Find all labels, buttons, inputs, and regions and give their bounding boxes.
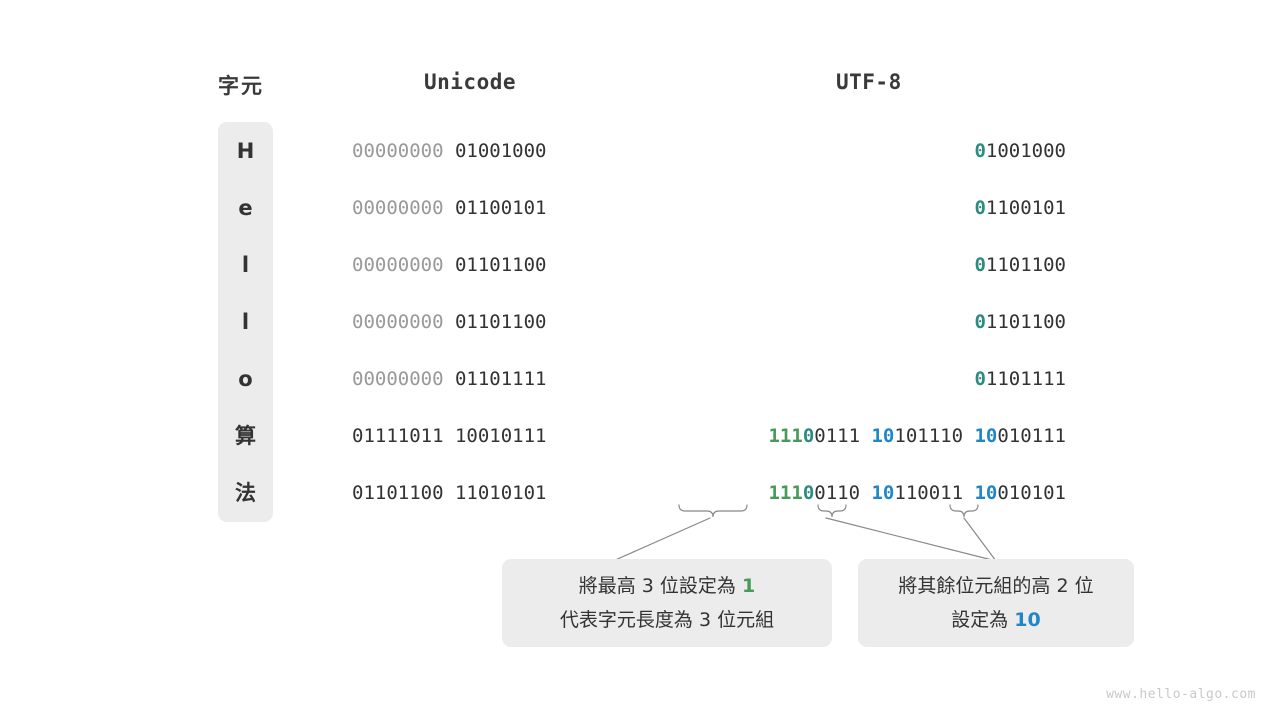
utf8-byte: 10101110 [860,425,963,447]
unicode-low-byte: 01101100 [443,311,547,333]
character-cell: 算 [235,424,256,448]
utf8-byte: 10110011 [860,482,963,504]
utf8-byte-prefix: 0 [974,311,986,333]
utf8-byte-prefix: 111 [768,482,803,504]
unicode-high-byte: 00000000 [352,254,444,276]
unicode-high-byte: 00000000 [352,368,444,390]
column-header-character: 字元 [218,74,264,98]
callout-right-accent: 10 [1014,609,1041,631]
utf8-bits: 01101100 [974,250,1066,280]
utf8-byte-payload: 0111 [814,425,861,447]
utf8-bits: 01101111 [974,364,1066,394]
leader-line-mid [825,517,997,562]
utf8-byte-prefix-terminator: 0 [802,425,815,447]
utf8-byte-prefix: 0 [974,368,986,390]
character-cell: e [238,196,253,220]
utf8-byte: 01100101 [974,197,1066,219]
utf8-byte-prefix: 0 [974,254,986,276]
utf8-byte-payload: 110011 [894,482,964,504]
callout-left-line2: 代表字元長度為 3 位元組 [559,609,775,631]
unicode-bits: 00000000 01101111 [352,364,546,394]
callout-right-line2: 設定為 10 [951,603,1041,637]
utf8-byte-prefix-terminator: 0 [802,482,815,504]
utf8-byte-prefix: 10 [974,425,998,447]
callout-left-line1-text: 將最高 3 位設定為 [578,575,742,597]
unicode-high-byte: 01111011 [352,425,444,447]
leader-line-left [612,517,711,562]
utf8-byte-payload: 010111 [997,425,1066,447]
unicode-high-byte: 00000000 [352,197,444,219]
utf8-byte: 01101100 [974,254,1066,276]
utf8-byte: 10010111 [963,425,1066,447]
utf8-bits: 11100111 10101110 10010111 [768,421,1066,451]
utf8-bits: 01001000 [974,136,1066,166]
character-column-panel [218,122,273,522]
unicode-bits: 00000000 01101100 [352,250,546,280]
unicode-high-byte: 00000000 [352,140,444,162]
unicode-bits: 01101100 11010101 [352,478,546,508]
character-cell: H [236,139,255,163]
unicode-low-byte: 10010111 [443,425,547,447]
utf8-byte-payload: 1101100 [985,254,1066,276]
callout-right-line2-text: 設定為 [951,609,1015,631]
callout-continuation-bits: 將其餘位元組的高 2 位 設定為 10 [858,559,1134,647]
unicode-bits: 00000000 01101100 [352,307,546,337]
leader-line-right [963,517,997,562]
brace-byte1 [678,504,748,518]
unicode-low-byte: 11010101 [443,482,547,504]
character-cell: l [241,253,250,277]
character-cell: 法 [235,481,256,505]
unicode-bits: 00000000 01001000 [352,136,546,166]
utf8-byte-prefix: 111 [768,425,803,447]
utf8-byte: 10010101 [963,482,1066,504]
utf8-byte-payload: 1101100 [985,311,1066,333]
utf8-byte-payload: 1100101 [985,197,1066,219]
watermark: www.hello-algo.com [1106,687,1256,702]
utf8-bits: 11100110 10110011 10010101 [768,478,1066,508]
unicode-low-byte: 01100101 [443,197,547,219]
unicode-low-byte: 01101100 [443,254,547,276]
unicode-low-byte: 01001000 [443,140,547,162]
column-header-utf8: UTF-8 [836,70,902,94]
unicode-bits: 00000000 01100101 [352,193,546,223]
utf8-byte-prefix: 0 [974,197,986,219]
character-cell: l [241,310,250,334]
utf8-byte-payload: 010101 [997,482,1066,504]
unicode-bits: 01111011 10010111 [352,421,546,451]
utf8-bits: 01101100 [974,307,1066,337]
callout-left-line1: 將最高 3 位設定為 1 [579,569,755,603]
utf8-byte: 11100110 [768,482,860,504]
character-cell: o [238,367,253,391]
utf8-byte-prefix: 10 [871,425,895,447]
utf8-byte-prefix: 10 [871,482,895,504]
utf8-byte: 01101100 [974,311,1066,333]
utf8-byte-prefix: 10 [974,482,998,504]
callout-leading-bits: 將最高 3 位設定為 1 代表字元長度為 3 位元組 [502,559,832,647]
utf8-byte-payload: 0110 [814,482,861,504]
column-header-unicode: Unicode [424,70,517,94]
utf8-byte-payload: 1101111 [985,368,1066,390]
utf8-byte-prefix: 0 [974,140,986,162]
callout-left-accent: 1 [741,575,756,597]
unicode-low-byte: 01101111 [443,368,547,390]
utf8-byte: 01101111 [974,368,1066,390]
utf8-byte: 11100111 [768,425,860,447]
utf8-bits: 01100101 [974,193,1066,223]
utf8-byte-payload: 1001000 [985,140,1066,162]
utf8-byte: 01001000 [974,140,1066,162]
unicode-high-byte: 01101100 [352,482,444,504]
callout-right-line1: 將其餘位元組的高 2 位 [898,575,1094,597]
unicode-high-byte: 00000000 [352,311,444,333]
utf8-byte-payload: 101110 [894,425,964,447]
